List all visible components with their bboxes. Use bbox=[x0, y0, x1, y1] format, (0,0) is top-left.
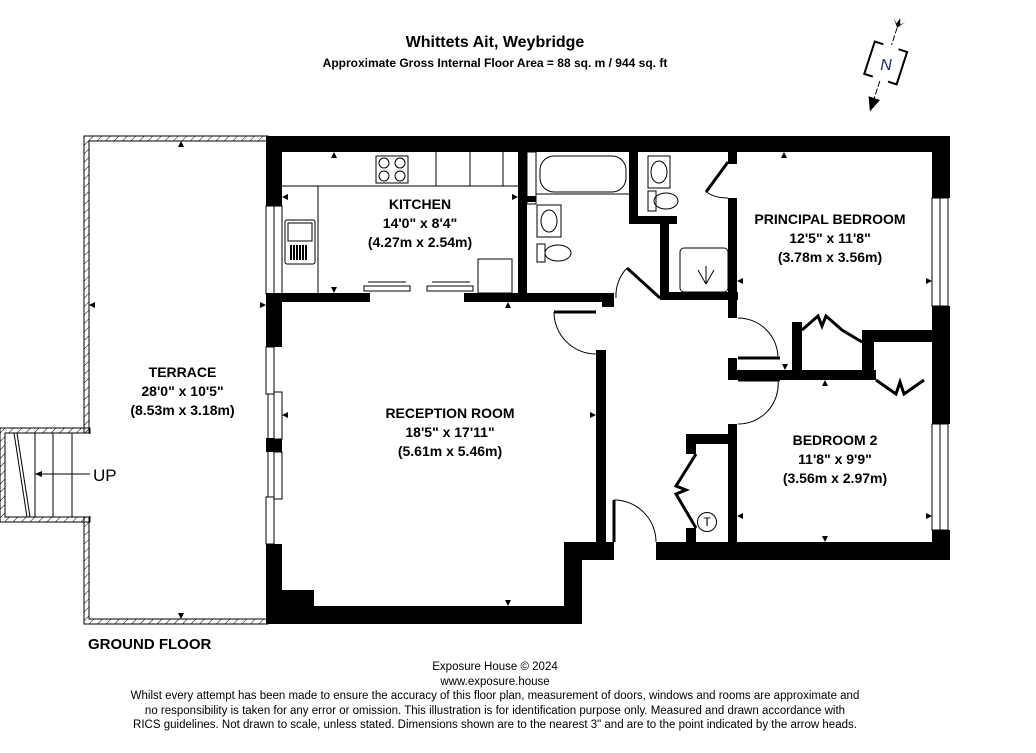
room-terrace: TERRACE 28'0" x 10'5" (8.53m x 3.18m) bbox=[100, 363, 265, 420]
floor-label: GROUND FLOOR bbox=[88, 636, 212, 653]
room-principal-bedroom: PRINCIPAL BEDROOM 12'5" x 11'8" (3.78m x… bbox=[735, 210, 925, 267]
room-dimensions-imperial: 14'0" x 8'4" bbox=[382, 215, 458, 231]
north-arrow-icon bbox=[863, 18, 909, 112]
disclaimer-line-2: no responsibility is taken for any error… bbox=[144, 704, 846, 717]
room-name: BEDROOM 2 bbox=[792, 432, 878, 448]
north-label: N bbox=[880, 57, 892, 74]
room-dimensions-metric: (3.56m x 2.97m) bbox=[782, 470, 888, 486]
room-dimensions-imperial: 11'8" x 9'9" bbox=[798, 451, 872, 467]
room-dimensions-imperial: 12'5" x 11'8" bbox=[789, 230, 871, 246]
plan-title: Whittets Ait, Weybridge bbox=[405, 34, 585, 51]
bathroom-fittings bbox=[536, 155, 729, 293]
walls bbox=[265, 136, 950, 624]
room-name: RECEPTION ROOM bbox=[385, 405, 515, 421]
room-name: PRINCIPAL BEDROOM bbox=[754, 211, 906, 227]
room-dimensions-metric: (4.27m x 2.54m) bbox=[367, 234, 473, 250]
disclaimer-line-3: RICS guidelines. Not drawn to scale, unl… bbox=[133, 719, 857, 731]
kitchen-fittings bbox=[282, 152, 518, 294]
room-bedroom-2: BEDROOM 2 11'8" x 9'9" (3.56m x 2.97m) bbox=[755, 431, 915, 488]
footer: Exposure House © 2024 www.exposure.house… bbox=[0, 660, 990, 733]
dimension-markers bbox=[89, 141, 932, 619]
disclaimer-line-1: Whilst every attempt has been made to en… bbox=[130, 690, 860, 702]
room-dimensions-imperial: 28'0" x 10'5" bbox=[141, 383, 224, 399]
room-name: TERRACE bbox=[148, 364, 217, 380]
room-dimensions-metric: (5.61m x 5.46m) bbox=[397, 443, 503, 459]
copyright: Exposure House © 2024 bbox=[432, 661, 558, 673]
stairs-up-label: UP bbox=[93, 466, 117, 485]
room-reception: RECEPTION ROOM 18'5" x 17'11" (5.61m x 5… bbox=[340, 404, 560, 461]
room-dimensions-metric: (8.53m x 3.18m) bbox=[130, 402, 235, 418]
room-name: KITCHEN bbox=[388, 196, 452, 212]
tank-icon: T bbox=[697, 512, 717, 532]
terrace-outline bbox=[0, 135, 269, 625]
room-dimensions-metric: (3.78m x 3.56m) bbox=[777, 249, 883, 265]
doors bbox=[553, 161, 925, 543]
room-kitchen: KITCHEN 14'0" x 8'4" (4.27m x 2.54m) bbox=[330, 195, 510, 252]
room-dimensions-imperial: 18'5" x 17'11" bbox=[405, 424, 495, 440]
floor-area-subtitle: Approximate Gross Internal Floor Area = … bbox=[322, 56, 668, 70]
website: www.exposure.house bbox=[440, 675, 550, 688]
